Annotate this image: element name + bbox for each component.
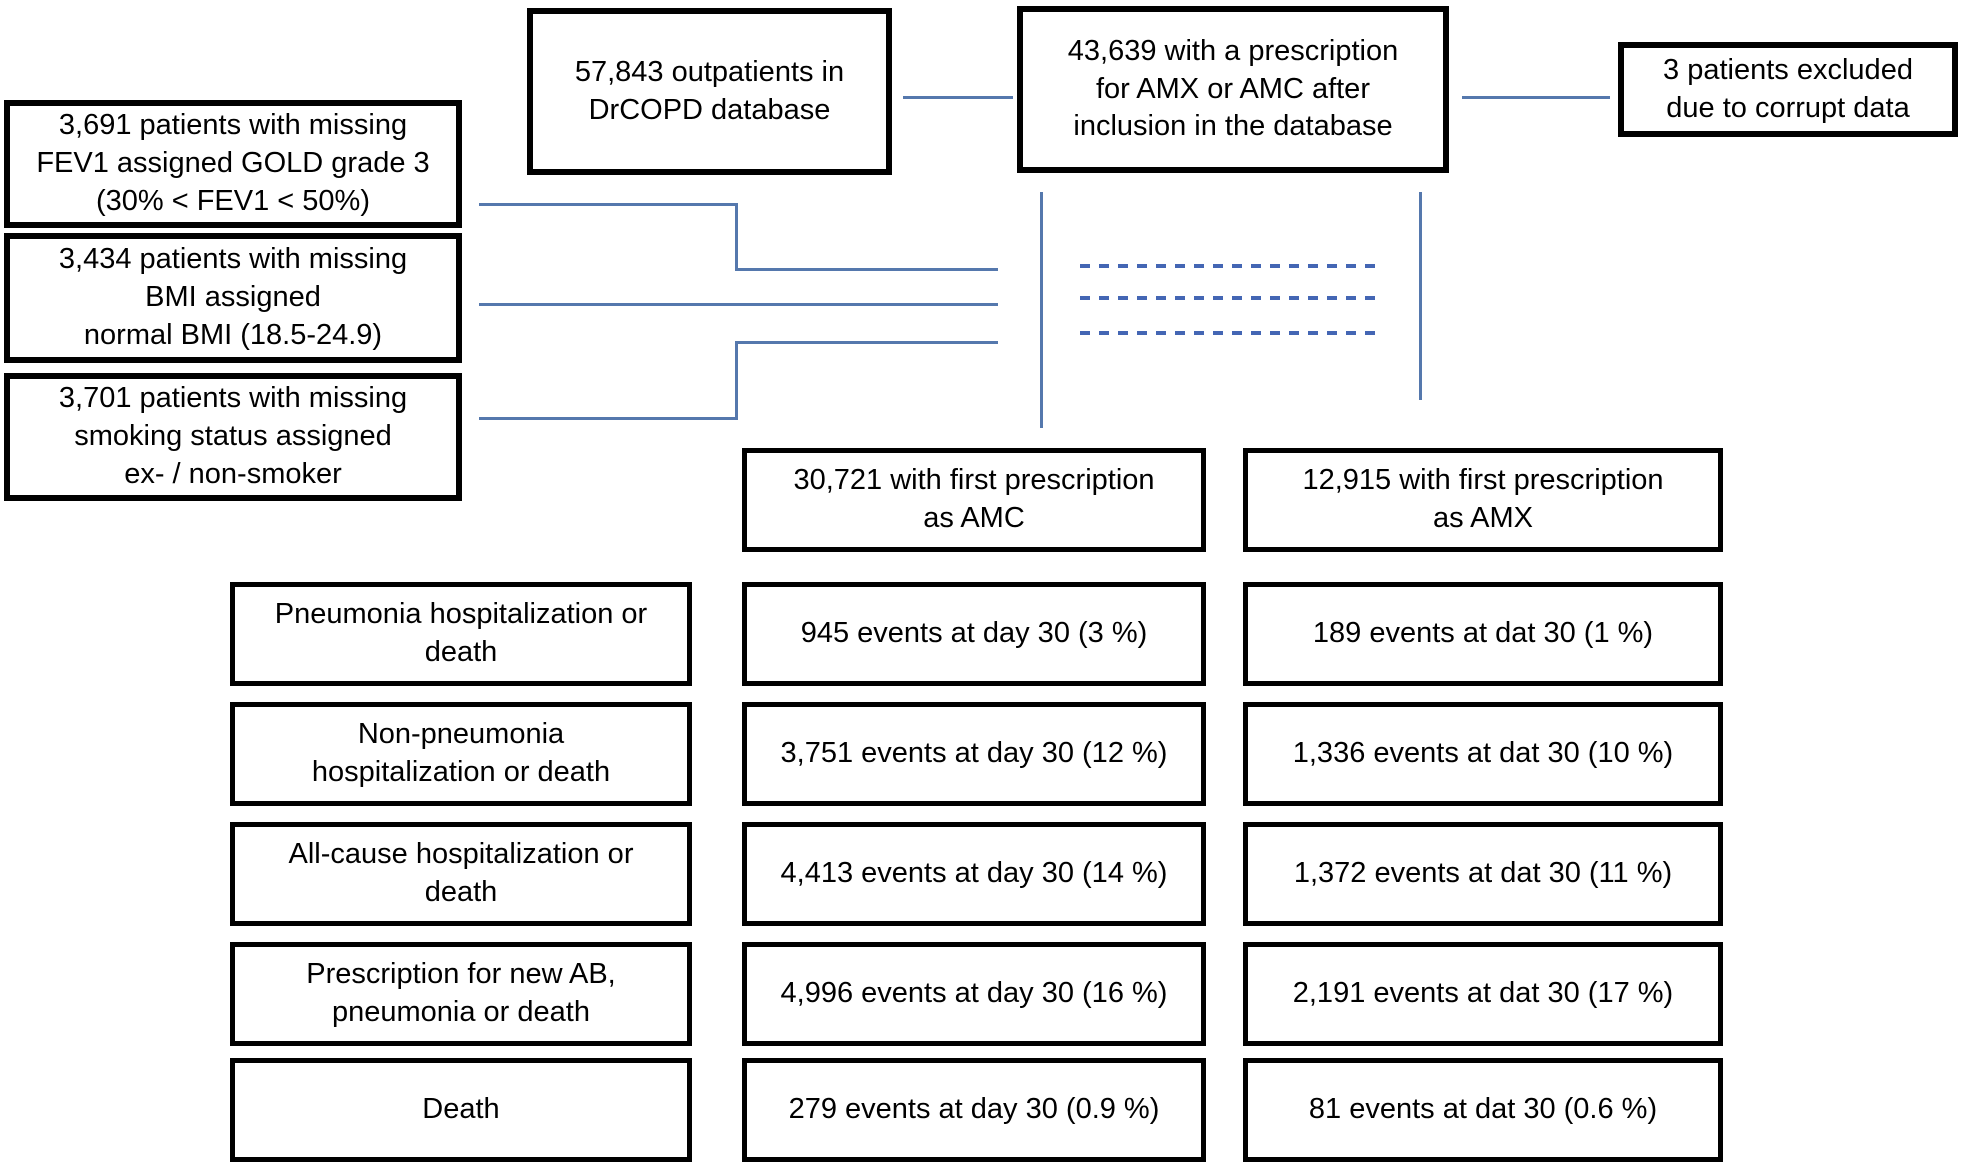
outcome-amx-non-pneumonia: 1,336 events at dat 30 (10 %) xyxy=(1243,702,1723,806)
box-excluded: 3 patients excluded due to corrupt data xyxy=(1618,42,1958,137)
box-database-total: 57,843 outpatients in DrCOPD database xyxy=(527,8,892,175)
connector-prescription-to-excluded xyxy=(1462,96,1610,99)
connector-dashed-line-1 xyxy=(1080,264,1380,268)
connector-fev1-horizontal-2 xyxy=(735,268,998,271)
outcome-label-non-pneumonia: Non-pneumonia hospitalization or death xyxy=(230,702,692,806)
box-missing-fev1: 3,691 patients with missing FEV1 assigne… xyxy=(4,100,462,228)
outcome-amc-death: 279 events at day 30 (0.9 %) xyxy=(742,1058,1206,1162)
outcome-label-all-cause: All-cause hospitalization or death xyxy=(230,822,692,926)
connector-bmi-horizontal xyxy=(479,303,998,306)
outcome-amc-all-cause: 4,413 events at day 30 (14 %) xyxy=(742,822,1206,926)
box-prescription-total: 43,639 with a prescription for AMX or AM… xyxy=(1017,6,1449,173)
box-missing-smoking: 3,701 patients with missing smoking stat… xyxy=(4,373,462,501)
outcome-label-pneumonia: Pneumonia hospitalization or death xyxy=(230,582,692,686)
connector-smoking-horizontal-2 xyxy=(735,341,998,344)
outcome-label-death: Death xyxy=(230,1058,692,1162)
connector-fev1-vertical xyxy=(735,203,738,271)
connector-dashed-line-2 xyxy=(1080,296,1380,300)
connector-prescription-to-amx-vertical xyxy=(1419,192,1422,400)
box-amx-group: 12,915 with first prescription as AMX xyxy=(1243,448,1723,552)
connector-fev1-horizontal-1 xyxy=(479,203,737,206)
outcome-amc-non-pneumonia: 3,751 events at day 30 (12 %) xyxy=(742,702,1206,806)
outcome-amc-new-ab: 4,996 events at day 30 (16 %) xyxy=(742,942,1206,1046)
outcome-amx-new-ab: 2,191 events at dat 30 (17 %) xyxy=(1243,942,1723,1046)
outcome-amx-death: 81 events at dat 30 (0.6 %) xyxy=(1243,1058,1723,1162)
outcome-amx-all-cause: 1,372 events at dat 30 (11 %) xyxy=(1243,822,1723,926)
outcome-amx-pneumonia: 189 events at dat 30 (1 %) xyxy=(1243,582,1723,686)
connector-smoking-horizontal-1 xyxy=(479,417,738,420)
box-missing-bmi: 3,434 patients with missing BMI assigned… xyxy=(4,233,462,363)
connector-prescription-to-amc-vertical xyxy=(1040,192,1043,428)
connector-database-to-prescription xyxy=(903,96,1013,99)
outcome-label-new-ab: Prescription for new AB, pneumonia or de… xyxy=(230,942,692,1046)
box-amc-group: 30,721 with first prescription as AMC xyxy=(742,448,1206,552)
connector-smoking-vertical xyxy=(735,341,738,420)
connector-dashed-line-3 xyxy=(1080,331,1380,335)
outcome-amc-pneumonia: 945 events at day 30 (3 %) xyxy=(742,582,1206,686)
